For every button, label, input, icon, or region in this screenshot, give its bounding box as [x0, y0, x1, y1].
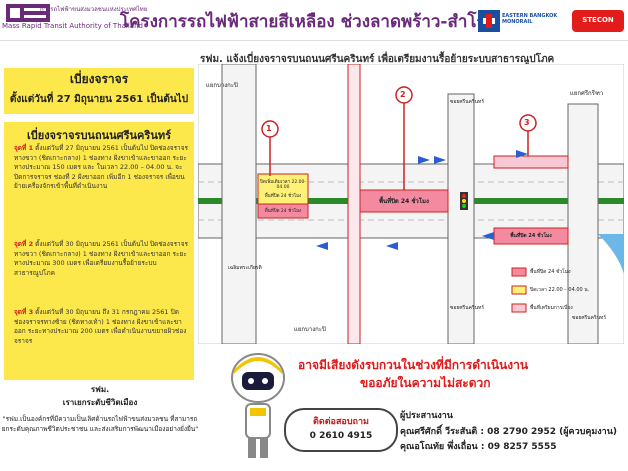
map-label-bottom-left: แยกบางกะปิ — [294, 326, 326, 333]
zone-1-text-a: ปิดเพิ่มเติมเวลา 22.00-04.00 — [260, 180, 306, 190]
footer-slogan: เราเยกระดับชีวิตเมือง — [62, 398, 138, 407]
zone-2-text: พื้นที่ปิด 24 ชั่วโมง — [379, 198, 429, 205]
header: การรถไฟฟ้าขนส่งมวลชนแห่งประเทศไทย Mass R… — [0, 0, 628, 41]
coordinator-1: คุณศรีศักดิ์ วีระสันติ : 08 2790 2952 (ผ… — [400, 427, 617, 437]
ebm-logo: EASTERN BANGKOK MONORAIL — [478, 10, 558, 32]
page-title: โครงการรถไฟฟ้าสายสีเหลือง ช่วงลาดพร้าว-ส… — [120, 12, 494, 32]
step-3-text: ตั้งแต่วันที่ 30 มิถุนายน ถึง 31 กรกฎาคม… — [14, 308, 187, 345]
date-box: เบี่ยงจราจร ตั้งแต่วันที่ 27 มิถุนายน 25… — [4, 68, 194, 114]
traffic-map-svg — [197, 63, 625, 345]
step-3-label: จุดที่ 3 — [14, 308, 34, 316]
date-box-line: ตั้งแต่วันที่ 27 มิถุนายน 2561 เป็นต้นไป — [9, 94, 189, 105]
legend-item-2: ปิดเวลา 22.00 – 04.00 น. — [530, 287, 590, 293]
contact-title: ติดต่อสอบถาม — [313, 417, 369, 427]
map-label-road-right: ซอยศรีนครินทร์ — [572, 315, 607, 321]
map-label-top-right: แยกศรีกรีฑา — [570, 90, 604, 97]
stecon-logo: STECON — [572, 10, 624, 32]
zone-1-text-c: พื้นที่ปิด 24 ชั่วโมง — [264, 209, 302, 214]
stecon-text: STECON — [582, 16, 614, 24]
marker-1: 1 — [266, 124, 272, 133]
step-1-label: จุดที่ 1 — [14, 144, 34, 152]
warning-line-2: ขออภัยในความไม่สะดวก — [360, 376, 491, 390]
map-label-road-left: เฉลิมพระเกียรติ — [228, 265, 262, 271]
mascot-image — [228, 348, 288, 463]
date-box-title: เบี่ยงจราจร — [69, 72, 129, 86]
steps-box: เบี่ยงจราจรบนถนนศรีนครินทร์ จุดที่ 1 ตั้… — [4, 122, 194, 380]
marker-3: 3 — [524, 118, 530, 127]
legend-item-1: พื้นที่ปิด 24 ชั่วโมง — [530, 269, 571, 275]
legend-item-3: พื้นที่เตรียมการเบี่ยง — [530, 305, 573, 311]
contact-phone: 0 2610 4915 — [309, 431, 373, 441]
step-2-text: ตั้งแต่วันที่ 30 มิถุนายน 2561 เป็นต้นไป… — [14, 240, 189, 277]
steps-title: เบี่ยงจราจรบนถนนศรีนครินทร์ — [27, 129, 171, 142]
step-1-text: ตั้งแต่วันที่ 27 มิถุนายน 2561 เป็นต้นไป… — [14, 144, 189, 190]
map-label-soi-bottom: ซอยศรีนครินทร์ — [450, 305, 485, 311]
coordinator-label: ผู้ประสานงาน — [400, 411, 453, 421]
warning-line-1: อาจมีเสียงดังรบกวนในช่วงที่มีการดำเนินงา… — [298, 358, 529, 372]
map-label-top-left: แยกบางกะปิ — [206, 82, 238, 89]
ebm-text: EASTERN BANGKOK MONORAIL — [502, 13, 558, 25]
footer-org: รฟม. — [90, 385, 110, 394]
traffic-map: แยกบางกะปิ แยกศรีกรีฑา เฉลิมพระเกียรติ ซ… — [197, 63, 625, 345]
footer-mission: "รฟม.เป็นองค์กรที่มีความเป็นเลิศด้านรถไฟ… — [1, 415, 199, 433]
step-2: จุดที่ 2 ตั้งแต่วันที่ 30 มิถุนายน 2561 … — [14, 240, 190, 278]
marker-2: 2 — [400, 90, 406, 99]
step-3: จุดที่ 3 ตั้งแต่วันที่ 30 มิถุนายน ถึง 3… — [14, 308, 190, 346]
org-name-top: การรถไฟฟ้าขนส่งมวลชนแห่งประเทศไทย — [40, 6, 148, 13]
coordinator-2: คุณอโณทัย พึ่งเถื่อน : 09 8257 5555 — [400, 442, 557, 452]
org-name: Mass Rapid Transit Authority of Thailand — [2, 22, 143, 30]
zone-3-text: พื้นที่ปิด 24 ชั่วโมง — [510, 233, 552, 239]
announcement-subtitle: รฟม. แจ้งเบี่ยงจราจรบนถนนศรีนครินทร์ เพื… — [200, 54, 555, 65]
step-1: จุดที่ 1 ตั้งแต่วันที่ 27 มิถุนายน 2561 … — [14, 144, 190, 192]
map-label-road-mid: ซอยศรีนครินทร์ — [450, 99, 485, 105]
zone-1-text-b: พื้นที่ปิด 24 ชั่วโมง — [264, 194, 302, 199]
step-2-label: จุดที่ 2 — [14, 240, 34, 248]
mrta-logo — [6, 4, 50, 22]
contact-pill: ติดต่อสอบถาม 0 2610 4915 — [284, 408, 398, 452]
